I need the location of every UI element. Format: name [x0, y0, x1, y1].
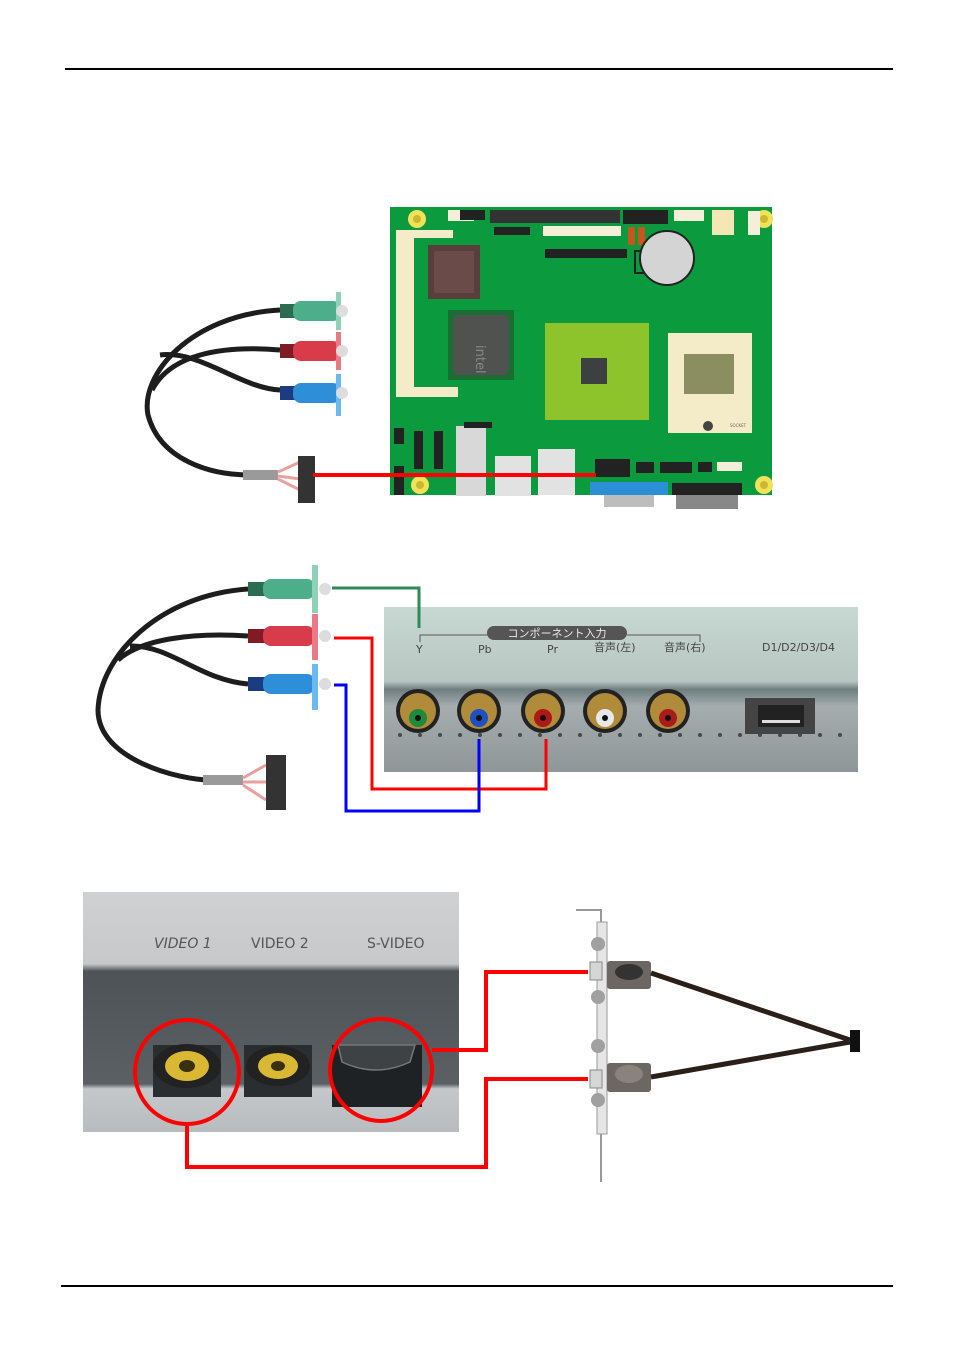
figure-component-connection: コンポーネント入力 Y Pb Pr 音声(左) 音声(右) D1/D2/D3/D… — [95, 565, 858, 813]
serial-port — [672, 483, 742, 495]
component-cable — [144, 292, 348, 503]
label-video-2: VIDEO 2 — [251, 936, 309, 952]
rca-jack-pr — [521, 689, 565, 733]
jack-green — [280, 292, 348, 330]
rca-jack-y — [396, 689, 440, 733]
tv-component-panel: コンポーネント入力 Y Pb Pr 音声(左) 音声(右) D1/D2/D3/D… — [384, 607, 858, 772]
header-connector — [266, 755, 286, 810]
component-group-label: コンポーネント入力 — [508, 627, 607, 640]
video1-jack — [153, 1044, 221, 1097]
figure-svideo-connection: VIDEO 1 VIDEO 2 S-VIDEO — [83, 892, 860, 1182]
jack-green — [248, 565, 331, 613]
figure-board-to-cable: intel SOCKET — [144, 207, 773, 509]
wire-y — [332, 586, 421, 628]
jack-red — [248, 614, 331, 660]
jack-blue — [280, 374, 348, 416]
component-cable — [95, 565, 331, 810]
label-video-1: VIDEO 1 — [154, 936, 212, 952]
jack-label-audio-right: 音声(右) — [664, 640, 706, 654]
d-terminal-port — [745, 698, 815, 734]
component-header — [595, 459, 630, 477]
jack-label-pb: Pb — [478, 643, 492, 656]
jack-label-y: Y — [415, 643, 423, 656]
wire-pr — [334, 636, 548, 791]
header-connector — [298, 456, 315, 503]
socket-label: SOCKET — [730, 423, 747, 428]
rca-jack-pb — [457, 689, 501, 733]
cmos-battery — [639, 230, 695, 286]
wire-pb — [334, 683, 481, 813]
rca-jack-audio-left — [583, 689, 627, 733]
jack-red — [280, 332, 348, 370]
motherboard: intel SOCKET — [390, 207, 773, 509]
header-rule — [65, 68, 893, 70]
memory-slot — [396, 230, 453, 238]
svideo-connector — [607, 961, 651, 989]
jack-blue — [248, 664, 331, 710]
video2-jack — [244, 1045, 312, 1097]
rca-jack-audio-right — [646, 689, 690, 733]
svideo-bracket — [576, 909, 860, 1182]
d-terminal-label: D1/D2/D3/D4 — [762, 641, 835, 654]
link-svideo — [432, 970, 588, 1052]
link-video1 — [185, 1077, 588, 1169]
jack-label-pr: Pr — [547, 643, 558, 656]
header-connector — [850, 1030, 860, 1052]
vga-port — [590, 482, 668, 495]
svideo-port — [332, 1044, 422, 1107]
footer-rule — [61, 1285, 893, 1287]
label-s-video: S-VIDEO — [367, 936, 424, 952]
tv-video-panel: VIDEO 1 VIDEO 2 S-VIDEO — [83, 892, 459, 1132]
intel-logo: intel — [472, 345, 487, 374]
component-group-badge — [487, 626, 627, 640]
highlight-circle-video1 — [133, 1018, 241, 1126]
jack-label-audio-left: 音声(左) — [594, 640, 636, 654]
highlight-circle-svideo — [328, 1017, 434, 1123]
composite-connector — [607, 1063, 651, 1092]
